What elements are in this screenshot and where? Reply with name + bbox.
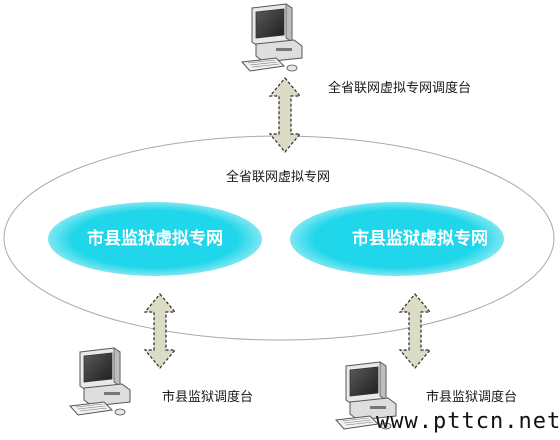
right-console-label: 市县监狱调度台 — [426, 390, 518, 405]
left-network-label: 市县监狱虚拟专网 — [87, 229, 223, 249]
top-console-label: 全省联网虚拟专网调度台 — [328, 81, 472, 96]
right-arrow-icon — [399, 293, 431, 369]
top-computer-icon — [241, 3, 303, 72]
left-network-blob — [48, 202, 262, 276]
watermark: www.pttcn.net — [376, 409, 560, 434]
top-arrow-icon — [269, 77, 301, 153]
left-console-label: 市县监狱调度台 — [162, 390, 254, 405]
left-arrow-icon — [144, 293, 176, 369]
right-network-blob — [290, 202, 504, 276]
ring-label: 全省联网虚拟专网 — [226, 170, 331, 185]
right-network-label: 市县监狱虚拟专网 — [352, 229, 488, 249]
left-computer-icon — [69, 347, 131, 416]
